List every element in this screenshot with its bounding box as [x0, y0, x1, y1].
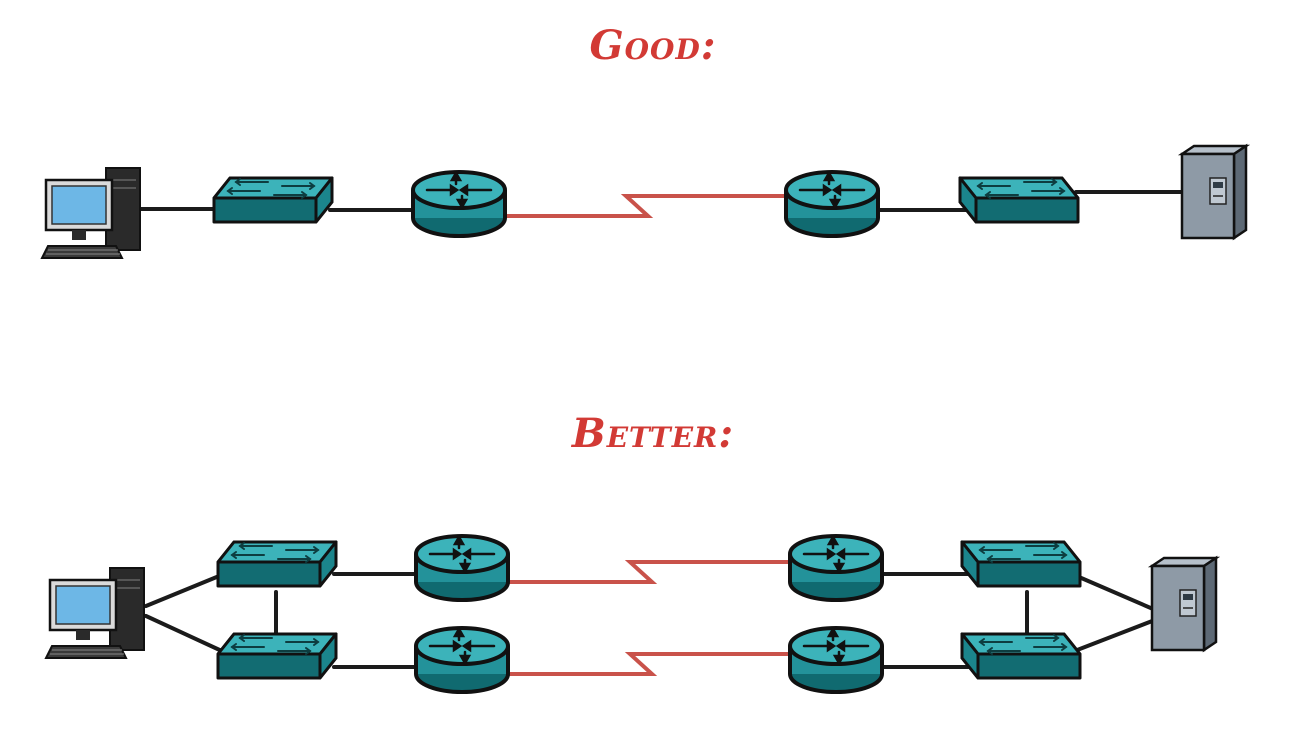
lan-link [1070, 616, 1162, 654]
router-icon [788, 534, 884, 602]
lan-link [144, 614, 226, 654]
switch-icon [216, 540, 338, 588]
lan-link [144, 572, 226, 608]
better-diagram [44, 534, 1218, 694]
computer-icon [44, 566, 146, 660]
server-icon [1150, 556, 1218, 652]
computer-icon [40, 166, 142, 260]
switch-icon [962, 634, 1080, 678]
heading-good: Good: [589, 22, 717, 69]
switch-icon [212, 176, 334, 224]
heading-better: Better: [571, 410, 735, 457]
router-icon [414, 534, 510, 602]
router-icon [784, 170, 880, 238]
lan-link [1070, 572, 1162, 614]
wan-link [505, 194, 790, 218]
switch-icon [962, 542, 1080, 586]
router-icon [411, 170, 507, 238]
good-diagram [40, 144, 1248, 260]
wan-link [508, 652, 792, 676]
switch-icon [960, 178, 1078, 222]
wan-link [508, 560, 792, 584]
router-icon [788, 626, 884, 694]
router-icon [414, 626, 510, 694]
server-icon [1180, 144, 1248, 240]
switch-icon [216, 632, 338, 680]
